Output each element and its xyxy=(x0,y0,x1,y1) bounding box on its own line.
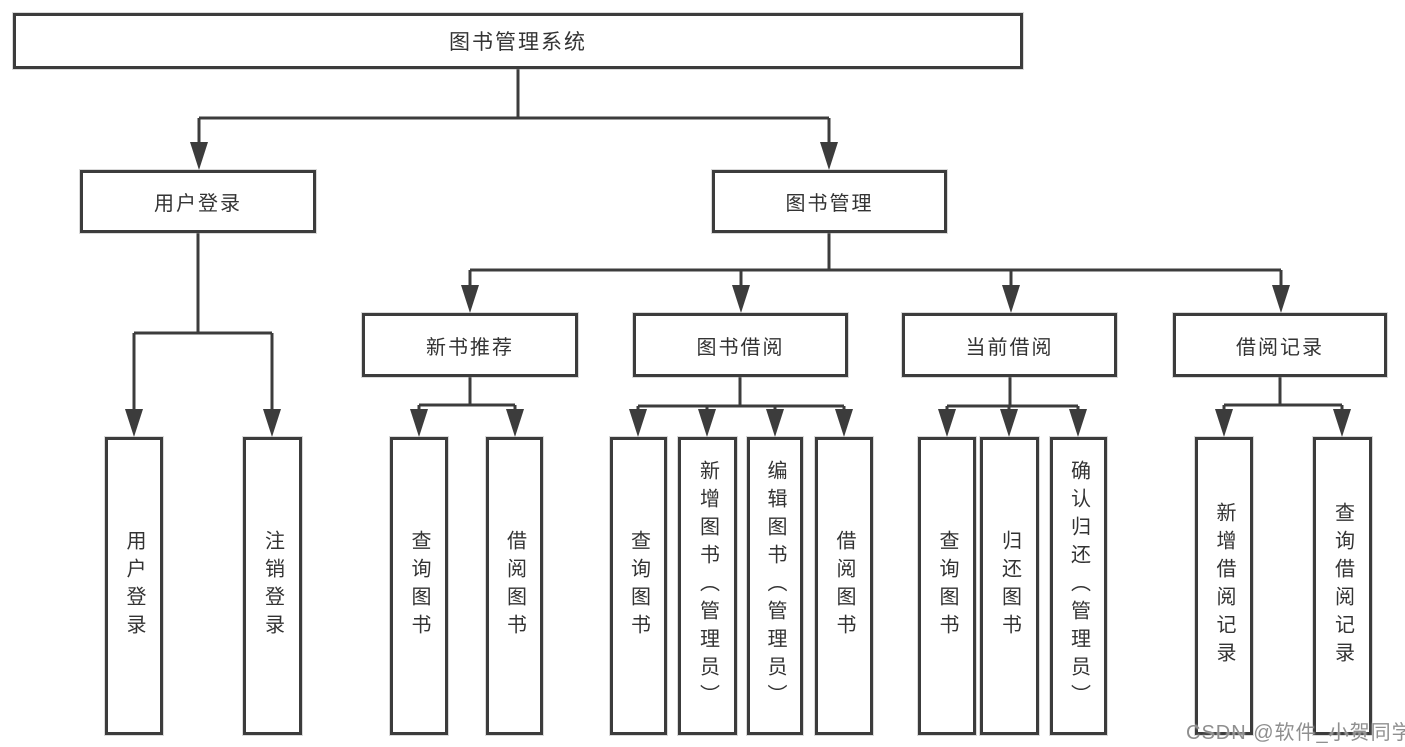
leaf-label: 归还图书 xyxy=(998,530,1021,642)
node-new-book-rec-label: 新书推荐 xyxy=(426,336,514,359)
leaf-label: 确认归还（管理员） xyxy=(1067,460,1090,712)
node-root: 图书管理系统 xyxy=(13,13,1023,69)
node-book-mgmt: 图书管理 xyxy=(712,170,947,233)
node-book-borrow-label: 图书借阅 xyxy=(696,336,785,359)
leaf-label: 借阅图书 xyxy=(503,530,526,642)
leaf-label: 查询图书 xyxy=(936,530,958,642)
leaf-return-books: 归还图书 xyxy=(980,437,1039,735)
csdn-watermark: CSDN @软件_小贺同学 xyxy=(1186,722,1405,744)
leaf-label: 注销登录 xyxy=(261,530,284,642)
node-borrow-records: 借阅记录 xyxy=(1173,313,1387,377)
leaf-add-borrow-record: 新增借阅记录 xyxy=(1195,437,1253,735)
leaf-label: 新增图书（管理员） xyxy=(696,460,719,712)
leaf-query-books-1: 查询图书 xyxy=(390,437,448,735)
leaf-query-borrow-record: 查询借阅记录 xyxy=(1313,437,1372,735)
leaf-label: 用户登录 xyxy=(123,530,145,642)
leaf-label: 查询图书 xyxy=(408,530,430,642)
leaf-add-books-admin: 新增图书（管理员） xyxy=(678,437,737,735)
node-borrow-records-label: 借阅记录 xyxy=(1236,336,1324,359)
leaf-label: 查询借阅记录 xyxy=(1331,502,1354,670)
node-user-login-label: 用户登录 xyxy=(154,193,242,215)
leaf-label: 借阅图书 xyxy=(833,530,855,642)
node-new-book-rec: 新书推荐 xyxy=(362,313,578,377)
node-book-mgmt-label: 图书管理 xyxy=(785,193,874,215)
leaf-label: 编辑图书（管理员） xyxy=(764,460,786,712)
leaf-label: 新增借阅记录 xyxy=(1213,502,1235,670)
connector-lines xyxy=(132,69,1344,416)
leaf-edit-books-admin: 编辑图书（管理员） xyxy=(747,437,803,735)
leaf-logout: 注销登录 xyxy=(243,437,302,735)
leaf-borrow-books-2: 借阅图书 xyxy=(815,437,873,735)
leaf-query-books-2: 查询图书 xyxy=(610,437,667,735)
node-root-label: 图书管理系统 xyxy=(449,31,587,54)
leaf-user-login: 用户登录 xyxy=(105,437,163,735)
node-current-borrow-label: 当前借阅 xyxy=(965,336,1054,359)
leaf-borrow-books-1: 借阅图书 xyxy=(486,437,543,735)
leaf-query-books-3: 查询图书 xyxy=(918,437,976,735)
leaf-confirm-return-admin: 确认归还（管理员） xyxy=(1050,437,1107,735)
node-current-borrow: 当前借阅 xyxy=(902,313,1117,377)
arrowheads xyxy=(125,142,1351,437)
leaf-label: 查询图书 xyxy=(627,530,650,642)
node-user-login: 用户登录 xyxy=(80,170,316,233)
node-book-borrow: 图书借阅 xyxy=(633,313,848,377)
